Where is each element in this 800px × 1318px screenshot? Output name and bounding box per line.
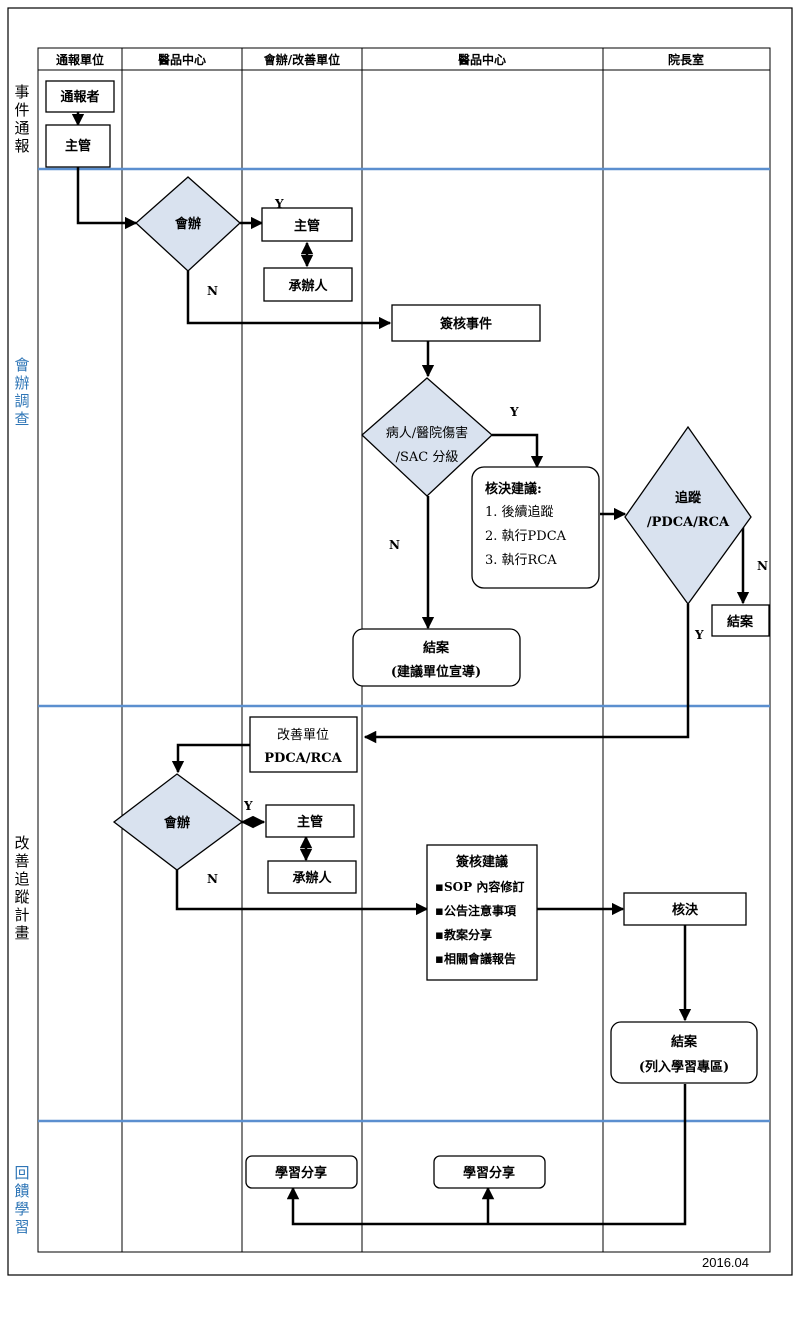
outer-frame [7,7,793,1276]
supervisor-joint-label-1: 主管 [294,218,320,234]
approve-label: 核決 [672,902,699,918]
sign-item-2: 公告注意事項 [444,903,517,918]
edge-label-no-3: N [757,559,768,573]
document-date: 2016.04 [702,1255,749,1270]
close-case-box-c [610,1021,758,1084]
supervisor-joint-box-1 [261,207,353,242]
sign-item-1: SOP 內容修訂 [444,879,524,894]
decision-item-1: 1. 後續追蹤 [485,504,554,520]
phase-label-char: 計 [14,906,29,924]
supervisor-joint-box-2 [265,804,355,838]
decision-item-2: 2. 執行PDCA [485,528,567,544]
handler-box-1 [263,267,353,302]
sign-item-4: 相關會議報告 [444,951,516,966]
phase-label-feedback: 回饋學習 [14,1164,29,1236]
decision-suggestion-box [471,466,600,589]
column-header-president-office: 院長室 [668,52,704,67]
phase-label-improvement: 改善追蹤計畫 [14,834,29,942]
column-header-quality-center-2: 醫品中心 [458,52,506,67]
column-header-joint-unit: 會辦/改善單位 [264,52,340,67]
phase-label-char: 學 [14,1200,29,1218]
phase-separators [38,167,770,1123]
harm-assessment-label-2: /SAC 分級 [396,450,459,465]
tracking-decision-label-2: /PDCA/RCA [647,515,730,530]
column-header-reporting-unit: 通報單位 [56,52,104,67]
phase-label-char: 查 [14,410,29,428]
close-case-box-a [711,604,770,637]
tracking-decision-diamond [624,425,752,606]
joint-decision-diamond-2 [112,773,244,871]
learning-share-label-1: 學習分享 [275,1165,327,1181]
close-case-label-b2: (建議單位宣導) [391,664,481,680]
phase-label-investigation: 會辦調查 [14,356,29,428]
reporter-label: 通報者 [60,89,99,105]
phase-label-char: 習 [14,1218,29,1236]
decision-suggestion-title: 核決建議: [485,481,542,497]
phase-label-char: 追 [14,870,29,888]
edge-label-no-1: N [207,284,218,298]
supervisor-report-box [45,124,111,168]
edge-label-yes-4: Y [243,799,253,813]
close-case-label-a: 結案 [727,614,754,630]
edge-label-no-2: N [389,538,400,552]
close-case-label-c2: (列入學習專區) [639,1059,729,1075]
phase-label-char: 報 [14,137,29,155]
close-case-box-b [352,628,521,687]
phase-label-char: 蹤 [14,888,29,906]
edge-label-no-4: N [207,872,218,886]
improvement-unit-box [249,716,358,773]
phase-label-char: 善 [14,852,29,870]
reporter-box [45,80,115,113]
connectors [71,112,750,1226]
review-event-box [391,304,541,342]
phase-label-char: 會 [14,356,29,374]
phase-label-char: 辦 [14,374,29,392]
handler-label-1: 承辦人 [288,278,328,294]
joint-decision-label-1: 會辦 [175,216,201,232]
phase-label-char: 事 [14,83,29,101]
phase-label-char: 調 [14,392,29,410]
close-case-label-b1: 結案 [423,640,450,656]
decision-item-3: 3. 執行RCA [485,552,557,568]
sign-suggestion-title: 簽核建議 [456,854,508,870]
joint-decision-diamond-1 [135,176,241,272]
learning-share-label-2: 學習分享 [463,1165,515,1181]
harm-assessment-label-1: 病人/醫院傷害 [386,425,468,441]
sign-item-3: 教案分享 [443,927,492,942]
handler-box-2 [267,860,357,894]
phase-label-char: 饋 [14,1182,29,1200]
approve-box [623,892,747,926]
learning-share-box-2 [433,1155,546,1189]
tracking-decision-label-1: 追蹤 [675,490,702,506]
sign-suggestion-list: ▪ SOP 內容修訂 ▪ 公告注意事項 ▪ 教案分享 ▪ 相關會議報告 [435,879,524,967]
phase-label-char: 畫 [14,924,29,942]
phase-label-char: 改 [14,834,29,852]
sign-suggestion-box [426,844,538,981]
edge-label-yes-3: Y [694,628,704,642]
supervisor-report-label: 主管 [65,138,91,154]
supervisor-joint-label-2: 主管 [297,814,323,830]
edge-label-yes-2: Y [509,405,519,419]
column-headers: 通報單位 醫品中心 會辦/改善單位 醫品中心 院長室 [56,52,704,67]
close-case-label-c1: 結案 [671,1034,698,1050]
learning-share-box-1 [245,1155,358,1189]
joint-decision-label-2: 會辦 [164,815,190,831]
phase-label-char: 回 [14,1164,29,1182]
harm-assessment-diamond [361,377,493,497]
column-header-quality-center-1: 醫品中心 [158,52,206,67]
phase-label-event-report: 事件通報 [14,83,29,155]
phase-label-char: 件 [14,101,29,119]
sign-item-bullet-2: ▪ [435,904,444,919]
sign-item-bullet-3: ▪ [435,928,444,943]
review-event-label: 簽核事件 [440,316,492,332]
improvement-unit-label-2: PDCA/RCA [264,751,342,766]
edge-label-yes-1: Y [274,197,284,211]
sign-item-bullet-4: ▪ [435,952,444,967]
handler-label-2: 承辦人 [292,870,332,886]
sign-item-bullet-1: ▪ [435,880,444,895]
phase-label-char: 通 [14,119,29,137]
improvement-unit-label-1: 改善單位 [277,727,329,743]
